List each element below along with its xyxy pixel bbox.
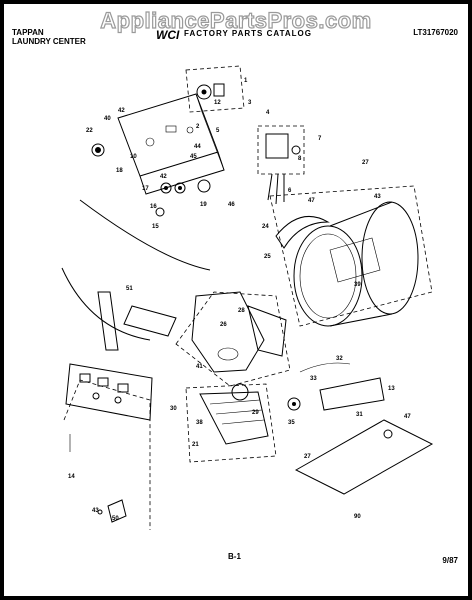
callout-40: 40 <box>104 116 111 122</box>
cabinet-front <box>61 199 211 530</box>
callout-12: 12 <box>214 100 221 106</box>
callout-14: 14 <box>68 474 75 480</box>
callout-13: 13 <box>388 386 395 392</box>
callout-7: 7 <box>318 136 322 142</box>
heater-element <box>287 362 385 411</box>
callout-90: 90 <box>354 514 361 520</box>
callout-27b: 27 <box>304 454 311 460</box>
callout-1: 1 <box>244 78 248 84</box>
callout-10: 10 <box>130 154 137 160</box>
timer-assembly <box>185 65 245 113</box>
brand-label: TAPPAN LAUNDRY CENTER <box>12 28 86 46</box>
catalog-title: FACTORY PARTS CATALOG <box>184 29 312 38</box>
callout-6: 6 <box>288 188 292 194</box>
lint-screen <box>185 383 277 463</box>
callout-32: 32 <box>336 356 343 362</box>
callout-5: 5 <box>216 128 220 134</box>
lower-control-panel <box>65 363 153 421</box>
callout-27a: 27 <box>362 160 369 166</box>
callout-25: 25 <box>264 254 271 260</box>
callout-22: 22 <box>86 128 93 134</box>
callout-labels: 42 40 22 1 12 2 3 4 5 44 45 10 18 17 42 … <box>68 78 411 522</box>
brand-line2: LAUNDRY CENTER <box>12 37 86 46</box>
callout-39: 39 <box>354 282 361 288</box>
brand-line1: TAPPAN <box>12 28 44 37</box>
callout-31: 31 <box>356 412 363 418</box>
control-knobs <box>91 143 211 217</box>
callout-47a: 47 <box>308 198 315 204</box>
callout-38: 38 <box>196 420 203 426</box>
drum-baffle <box>275 215 330 249</box>
leveling-leg <box>69 434 127 523</box>
callout-45: 45 <box>190 154 197 160</box>
callout-44: 44 <box>194 144 201 150</box>
callout-50: 50 <box>112 516 119 522</box>
callout-19: 19 <box>200 202 207 208</box>
callout-17: 17 <box>142 186 149 192</box>
callout-26: 26 <box>220 322 227 328</box>
catalog-date: 9/87 <box>442 556 458 565</box>
callout-3: 3 <box>248 100 252 106</box>
callout-15: 15 <box>152 224 159 230</box>
callout-21: 21 <box>192 442 199 448</box>
callout-43b: 43 <box>92 508 99 514</box>
callout-33: 33 <box>310 376 317 382</box>
callout-41: 41 <box>196 364 203 370</box>
callout-16: 16 <box>150 204 157 210</box>
watermark: AppliancePartsPros.com <box>100 7 372 33</box>
callout-46: 46 <box>228 202 235 208</box>
callout-2: 2 <box>196 124 200 130</box>
model-number: LT31767020 <box>413 28 458 37</box>
base-plate <box>294 419 434 495</box>
callout-4: 4 <box>266 110 270 116</box>
callout-47b: 47 <box>404 414 411 420</box>
switch-block <box>257 125 305 205</box>
control-console <box>117 93 225 195</box>
callout-42b: 42 <box>160 174 167 180</box>
callout-28: 28 <box>238 308 245 314</box>
callout-43a: 43 <box>374 194 381 200</box>
callout-24: 24 <box>262 224 269 230</box>
callout-42a: 42 <box>118 108 125 114</box>
page-code: B-1 <box>228 552 241 561</box>
blower-housing <box>175 291 291 387</box>
callout-18: 18 <box>116 168 123 174</box>
lint-duct <box>97 291 177 351</box>
wci-logo: WCI <box>156 28 180 42</box>
callout-29: 29 <box>252 410 259 416</box>
callout-30: 30 <box>170 406 177 412</box>
callout-51: 51 <box>126 286 133 292</box>
callout-8: 8 <box>298 156 302 162</box>
callout-35: 35 <box>288 420 295 426</box>
dryer-drum <box>269 185 433 327</box>
